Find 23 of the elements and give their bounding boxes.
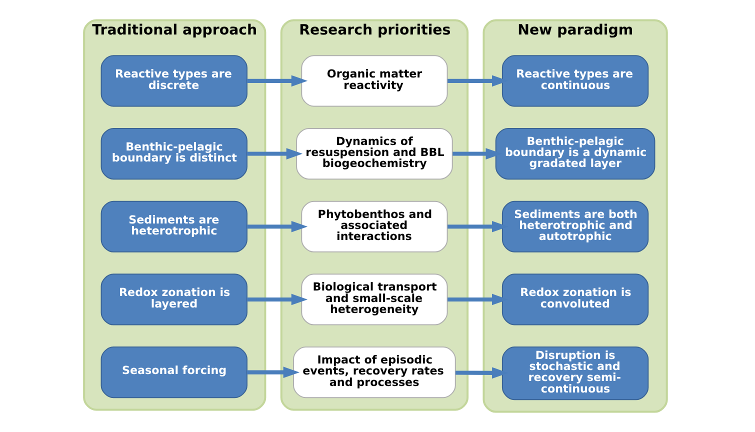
arrow <box>246 75 308 87</box>
node-box: Dynamics of resuspension and BBL biogeochemistry <box>296 128 452 180</box>
node-box: Benthic-pelagic boundary is a dynamic gradated layer <box>494 128 655 180</box>
node-box: Sediments are both heterotrophic and autotrophic <box>501 200 648 252</box>
node-box: Seasonal forcing <box>100 346 247 398</box>
arrow <box>454 367 508 379</box>
node-box: Redox zonation is layered <box>100 274 247 326</box>
node-box: Redox zonation is convoluted <box>501 274 648 326</box>
node-box: Reactive types are discrete <box>100 55 247 107</box>
arrow <box>447 294 508 306</box>
node-box: Disruption is stochastic and recovery semi-continuous <box>501 346 648 400</box>
node-box: Sediments are heterotrophic <box>100 200 247 252</box>
arrow <box>246 148 302 160</box>
arrow <box>452 148 502 160</box>
node-box: Phytobenthos and associated interactions <box>300 200 448 252</box>
arrow <box>246 366 300 378</box>
arrow <box>246 294 308 306</box>
node-box: Benthic-pelagic boundary is distinct <box>100 128 247 180</box>
node-box: Biological transport and small-scale heterogeneity <box>300 274 448 326</box>
node-box: Impact of episodic events, recovery rates and processes <box>292 346 456 398</box>
node-box: Reactive types are continuous <box>501 55 648 107</box>
arrow <box>246 220 308 232</box>
node-box: Organic matter reactivity <box>300 55 448 107</box>
